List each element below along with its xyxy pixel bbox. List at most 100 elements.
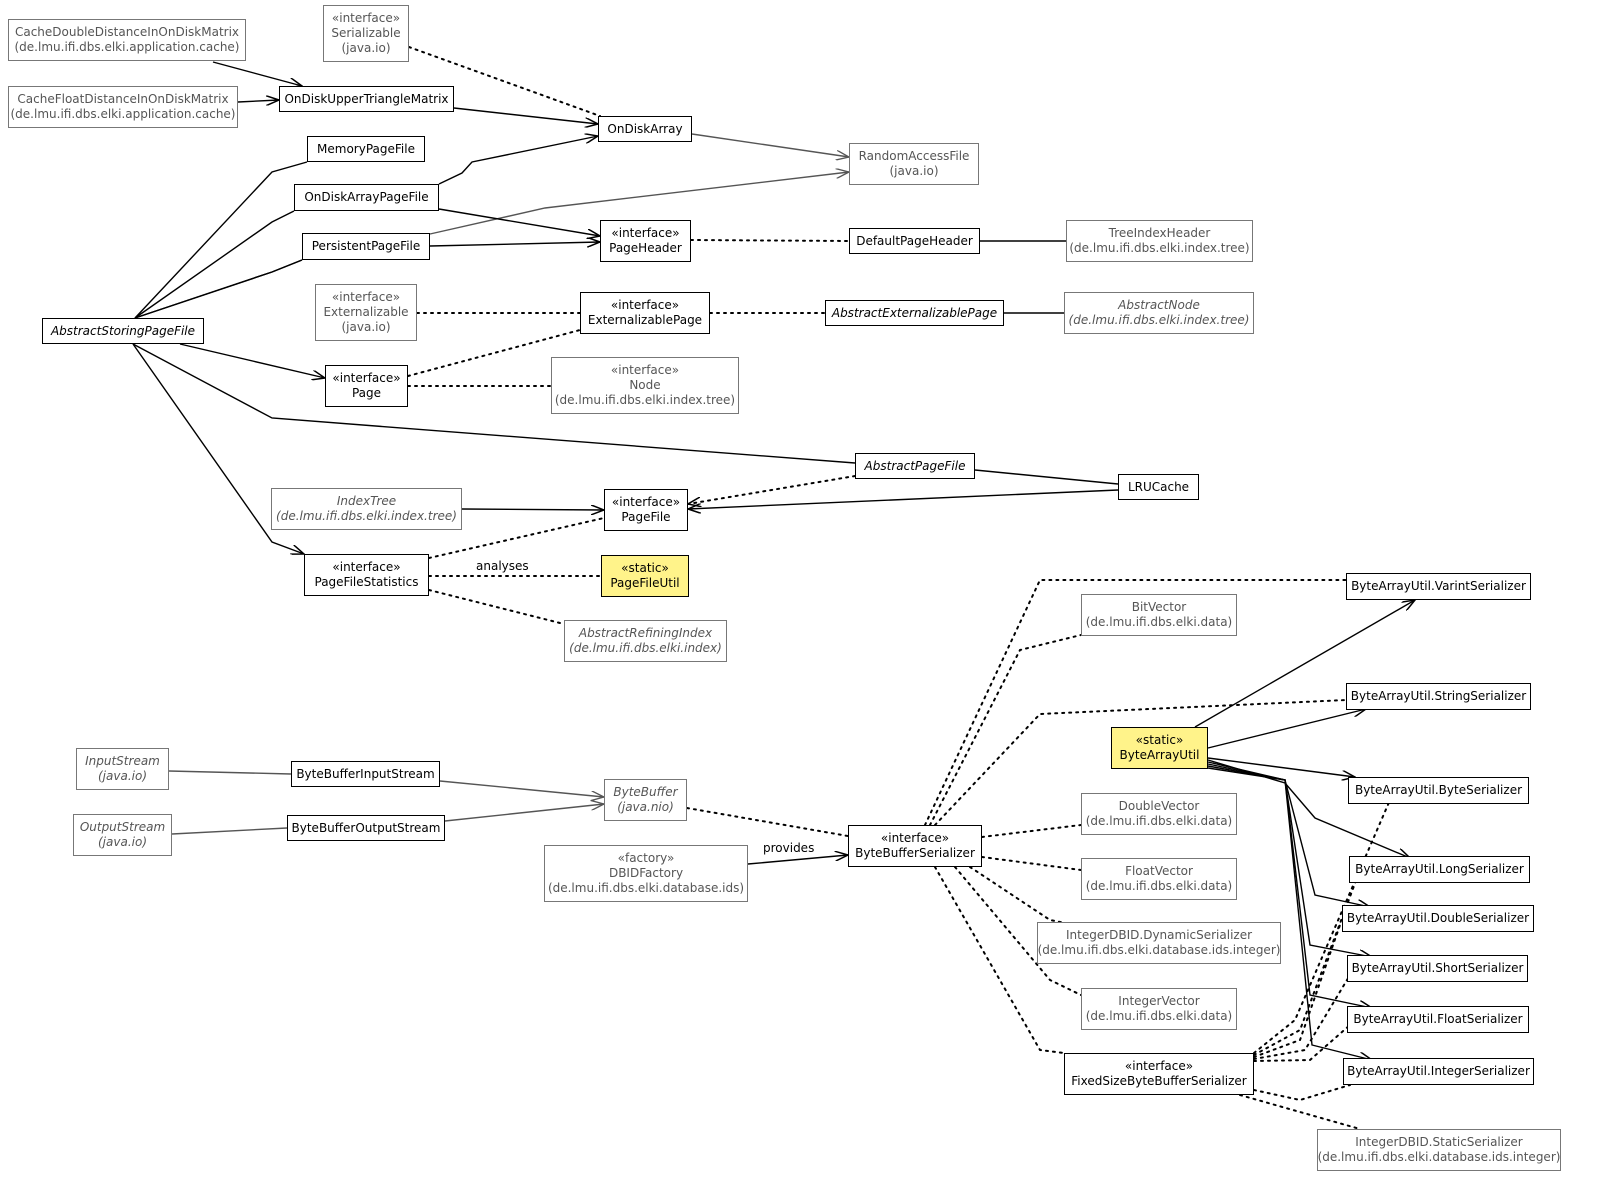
- class-node-stereo: «interface»: [610, 298, 680, 312]
- class-node-bbInput: ByteBufferInputStream: [291, 761, 440, 787]
- class-node-longSer: ByteArrayUtil.LongSerializer: [1349, 856, 1530, 883]
- class-node-pageFile: «interface»PageFile: [604, 489, 688, 531]
- edge-10: [429, 172, 849, 235]
- class-node-pkg: (de.lmu.ifi.dbs.elki.index.tree): [1068, 313, 1250, 327]
- edge-31: [439, 780, 604, 797]
- edge-21: [132, 343, 856, 464]
- class-node-name: IndexTree: [336, 494, 397, 508]
- class-node-name: OnDiskUpperTriangleMatrix: [284, 91, 449, 106]
- class-node-pkg: (java.nio): [617, 800, 674, 814]
- edge-56: [1253, 1024, 1351, 1062]
- class-node-inputStream: InputStream(java.io): [76, 748, 169, 790]
- class-node-name: OnDiskArrayPageFile: [304, 190, 429, 204]
- edge-30: [168, 770, 292, 775]
- class-node-outputStream: OutputStream(java.io): [73, 814, 172, 856]
- class-node-floatSer: ByteArrayUtil.FloatSerializer: [1347, 1006, 1529, 1033]
- edge-47: [1207, 759, 1410, 858]
- class-node-name: AbstractExternalizablePage: [831, 305, 998, 320]
- class-node-pkg: (de.lmu.ifi.dbs.elki.data): [1085, 879, 1233, 893]
- class-node-pkg: (de.lmu.ifi.dbs.elki.index.tree): [1069, 241, 1250, 255]
- edge-3: [408, 46, 601, 117]
- class-node-byteSer: ByteArrayUtil.ByteSerializer: [1348, 777, 1529, 804]
- class-node-stereo: «interface»: [1124, 1059, 1194, 1073]
- class-node-stereo: «interface»: [331, 290, 401, 304]
- class-node-name: PageFileUtil: [610, 576, 680, 590]
- class-node-externalizable: «interface»Externalizable(java.io): [315, 284, 417, 341]
- class-node-shortSer: ByteArrayUtil.ShortSerializer: [1347, 955, 1528, 982]
- edge-45: [1207, 709, 1366, 749]
- class-node-abstractPageFile: AbstractPageFile: [855, 453, 975, 479]
- class-node-name: PersistentPageFile: [311, 239, 421, 253]
- class-node-onDiskArray: OnDiskArray: [598, 116, 692, 142]
- class-node-fixedSize: «interface»FixedSizeByteBufferSerializer: [1064, 1053, 1254, 1095]
- class-node-name: ByteBufferOutputStream: [291, 820, 441, 835]
- class-node-stereo: «interface»: [880, 831, 950, 845]
- class-node-pkg: (de.lmu.ifi.dbs.elki.application.cache): [10, 107, 236, 121]
- class-node-name: TreeIndexHeader: [1108, 226, 1211, 240]
- class-node-name: Serializable: [331, 26, 401, 40]
- class-node-byteArrayUtil: «static»ByteArrayUtil: [1111, 727, 1208, 769]
- class-node-stereo: «interface»: [611, 495, 681, 509]
- class-node-intVector: IntegerVector(de.lmu.ifi.dbs.elki.data): [1081, 988, 1237, 1030]
- edge-39: [981, 824, 1082, 838]
- class-node-name: OutputStream: [79, 820, 166, 834]
- edge-40: [981, 856, 1082, 871]
- class-node-name: DoubleVector: [1118, 799, 1200, 813]
- edge-46: [1207, 757, 1355, 777]
- class-node-intDynamic: IntegerDBID.DynamicSerializer(de.lmu.ifi…: [1037, 922, 1281, 964]
- class-node-pkg: (de.lmu.ifi.dbs.elki.data): [1085, 1009, 1233, 1023]
- edge-24: [688, 475, 856, 504]
- class-node-abstractExtPage: AbstractExternalizablePage: [825, 300, 1004, 326]
- class-node-name: PageHeader: [609, 241, 682, 255]
- class-node-pkg: (java.io): [98, 769, 147, 783]
- edge-44: [1194, 600, 1415, 728]
- class-node-name: PageFileStatistics: [314, 575, 419, 589]
- class-node-varint: ByteArrayUtil.VarintSerializer: [1346, 573, 1531, 600]
- class-node-lruCache: LRUCache: [1118, 474, 1199, 500]
- class-node-intSer: ByteArrayUtil.IntegerSerializer: [1343, 1058, 1534, 1085]
- class-node-abstractRefining: AbstractRefiningIndex(de.lmu.ifi.dbs.elk…: [564, 620, 727, 662]
- class-node-name: IntegerDBID.StaticSerializer: [1355, 1135, 1523, 1149]
- edge-22: [974, 469, 1119, 485]
- class-node-persistentPage: PersistentPageFile: [302, 233, 430, 260]
- class-node-stereo: «static»: [1135, 733, 1184, 747]
- edge-label-provides: provides: [763, 841, 815, 855]
- class-node-name: ByteArrayUtil.ShortSerializer: [1351, 961, 1524, 975]
- class-node-doubleSer: ByteArrayUtil.DoubleSerializer: [1342, 905, 1534, 932]
- class-node-onDiskArrayPage: OnDiskArrayPageFile: [294, 184, 439, 211]
- edge-55: [1253, 974, 1351, 1060]
- edge-57: [1253, 1084, 1351, 1102]
- class-node-byteBuffer: ByteBuffer(java.nio): [604, 779, 687, 821]
- class-node-doubleVector: DoubleVector(de.lmu.ifi.dbs.elki.data): [1081, 793, 1237, 835]
- class-node-name: InputStream: [85, 754, 160, 768]
- class-node-intStatic: IntegerDBID.StaticSerializer(de.lmu.ifi.…: [1317, 1129, 1561, 1171]
- class-node-name: ByteArrayUtil.StringSerializer: [1350, 689, 1527, 703]
- edge-8: [134, 259, 303, 319]
- class-node-externalizablePage: «interface»ExternalizablePage: [580, 292, 710, 334]
- class-node-stereo: «interface»: [332, 371, 401, 385]
- class-node-name: ByteArrayUtil.VarintSerializer: [1351, 579, 1526, 593]
- edge-35: [747, 855, 848, 865]
- class-node-pkg: (de.lmu.ifi.dbs.elki.application.cache): [14, 40, 240, 54]
- class-node-treeIndexHeader: TreeIndexHeader(de.lmu.ifi.dbs.elki.inde…: [1066, 220, 1253, 262]
- class-node-stereo: «interface»: [611, 226, 680, 240]
- edge-23: [688, 489, 1119, 509]
- edge-48: [1207, 761, 1370, 907]
- class-node-name: Externalizable: [323, 305, 409, 319]
- class-node-pageFileUtil: «static»PageFileUtil: [601, 555, 689, 597]
- class-node-name: ByteArrayUtil.FloatSerializer: [1353, 1012, 1523, 1026]
- edge-12: [429, 242, 600, 246]
- class-node-pkg: (de.lmu.ifi.dbs.elki.database.ids.intege…: [1037, 943, 1281, 957]
- class-node-pkg: (de.lmu.ifi.dbs.elki.index): [569, 641, 722, 655]
- class-node-name: ByteArrayUtil.LongSerializer: [1355, 862, 1524, 876]
- class-node-pkg: (java.io): [341, 41, 391, 55]
- edge-43: [934, 866, 1065, 1054]
- class-node-cacheFloat: CacheFloatDistanceInOnDiskMatrix(de.lmu.…: [8, 86, 238, 128]
- class-node-name: FloatVector: [1125, 864, 1193, 878]
- class-node-pageHeader: «interface»PageHeader: [600, 220, 691, 262]
- class-node-name: AbstractStoringPageFile: [50, 323, 196, 338]
- class-node-pkg: (java.io): [889, 164, 939, 178]
- class-node-name: AbstractNode: [1118, 298, 1200, 312]
